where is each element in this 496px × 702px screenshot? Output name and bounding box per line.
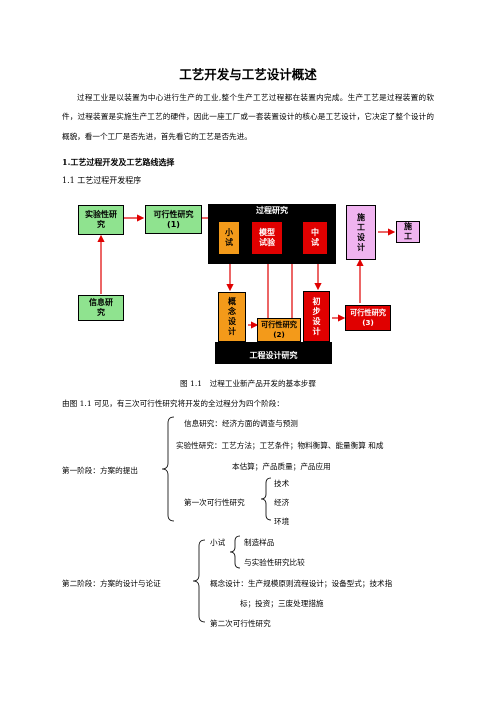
stage2-bench: 小试: [210, 538, 226, 547]
model-test-box: 模型试验: [251, 221, 283, 255]
information-research-box: 信息研究: [78, 295, 124, 321]
subsection-heading: 1.1 工艺过程开发程序: [62, 176, 142, 185]
stage1-line2: 实验性研究：工艺方法；工艺条件；物料衡算、能量衡算 和成: [176, 441, 384, 450]
feasibility-3-box: 可行性研究(3): [345, 305, 391, 331]
stage2-bench-1: 制造样品: [244, 538, 275, 547]
bench-test-box: 小试: [218, 221, 240, 255]
process-research-label: 过程研究: [256, 206, 288, 215]
pilot-test-box: 中试: [302, 221, 328, 255]
construction-box: 施工: [396, 221, 420, 243]
construction-design-box: 施工设计: [346, 205, 376, 260]
section-heading: 1.工艺过程开发及工艺路线选择: [62, 157, 175, 167]
figure-caption: 图 1.1 过程工业新产品开发的基本步骤: [180, 379, 316, 388]
stage2-line3: 标；投资；三废处理措施: [240, 599, 324, 608]
stage2-label: 第二阶段：方案的设计与论证: [62, 579, 161, 588]
stage1-line4: 第一次可行性研究: [184, 498, 245, 507]
feasibility-1-box: 可行性研究(1): [145, 205, 202, 234]
stage1-tech: 技术: [274, 479, 290, 488]
stage1-line1: 信息研究：经济方面的调查与预测: [184, 419, 298, 428]
stage2-line2: 概念设计：生产规模原则流程设计；设备型式；技术指: [210, 579, 393, 588]
stage1-econ: 经济: [274, 498, 290, 507]
stage1-label: 第一阶段：方案的提出: [62, 466, 138, 475]
lead-text: 由图 1.1 可见，有三次可行性研究将开发的全过程分为四个阶段：: [62, 399, 284, 408]
stage1-env: 环境: [274, 517, 290, 526]
engineering-design-label: 工程设计研究: [249, 351, 298, 360]
stage2-line4: 第二次可行性研究: [210, 619, 271, 628]
engineering-design-frame: 工程设计研究: [215, 342, 332, 364]
page-title: 工艺开发与工艺设计概述: [179, 67, 317, 82]
concept-design-box: 概念设计: [218, 292, 246, 342]
preliminary-design-box: 初步设计: [303, 291, 330, 342]
experimental-research-box: 实验性研究: [78, 205, 124, 235]
stage2-bench-2: 与实验性研究比较: [244, 558, 305, 567]
feasibility-2-box: 可行性研究(2): [257, 318, 301, 342]
stage1-line3: 本估算；产品质量；产品应用: [232, 462, 331, 471]
intro-paragraph: 过程工业是以装置为中心进行生产的工业,整个生产工艺过程都在装置内完成。生产工艺是…: [62, 93, 434, 141]
